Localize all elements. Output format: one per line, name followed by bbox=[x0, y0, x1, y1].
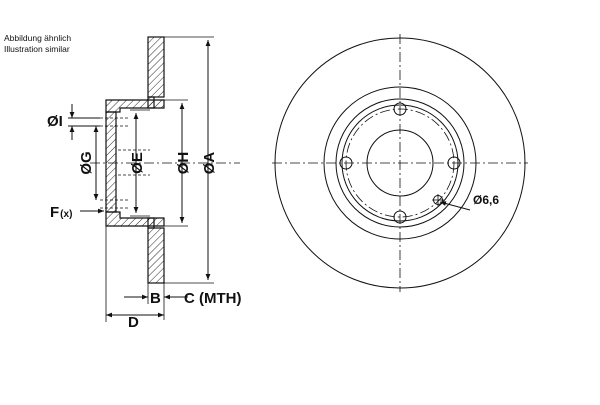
bolt-hole-bottom bbox=[393, 210, 407, 224]
hole-label: Ø6,6 bbox=[473, 193, 499, 207]
neck-upper bbox=[147, 96, 155, 109]
bolt-hole-right bbox=[447, 156, 461, 170]
dim-I-label: ØI bbox=[47, 113, 63, 130]
side-section-view: ØA ØH ØE ØG ØI F(x) B C (M bbox=[47, 36, 241, 331]
dim-C-label: C (MTH) bbox=[184, 290, 241, 307]
dim-H-label: ØH bbox=[175, 152, 192, 175]
dim-E-label: ØE bbox=[129, 152, 146, 174]
hat-bottom-wall bbox=[105, 211, 165, 227]
hat-flange bbox=[105, 111, 117, 213]
dim-G-label: ØG bbox=[78, 151, 95, 174]
note-german: Abbildung ähnlich bbox=[4, 33, 72, 43]
front-view: Ø6,6 bbox=[272, 34, 528, 292]
note-english: Illustration similar bbox=[4, 44, 70, 54]
bolt-hole-left bbox=[339, 156, 353, 170]
bolt-hole-top bbox=[393, 102, 407, 116]
dim-F-label: F(x) bbox=[50, 204, 72, 221]
friction-ring-upper bbox=[147, 36, 165, 98]
dim-A-label: ØA bbox=[201, 152, 218, 175]
dim-B-label: B bbox=[150, 290, 161, 307]
hole-leader bbox=[439, 201, 471, 211]
neck-lower bbox=[147, 217, 155, 229]
friction-ring-lower bbox=[147, 227, 165, 284]
dim-D-label: D bbox=[128, 314, 139, 331]
